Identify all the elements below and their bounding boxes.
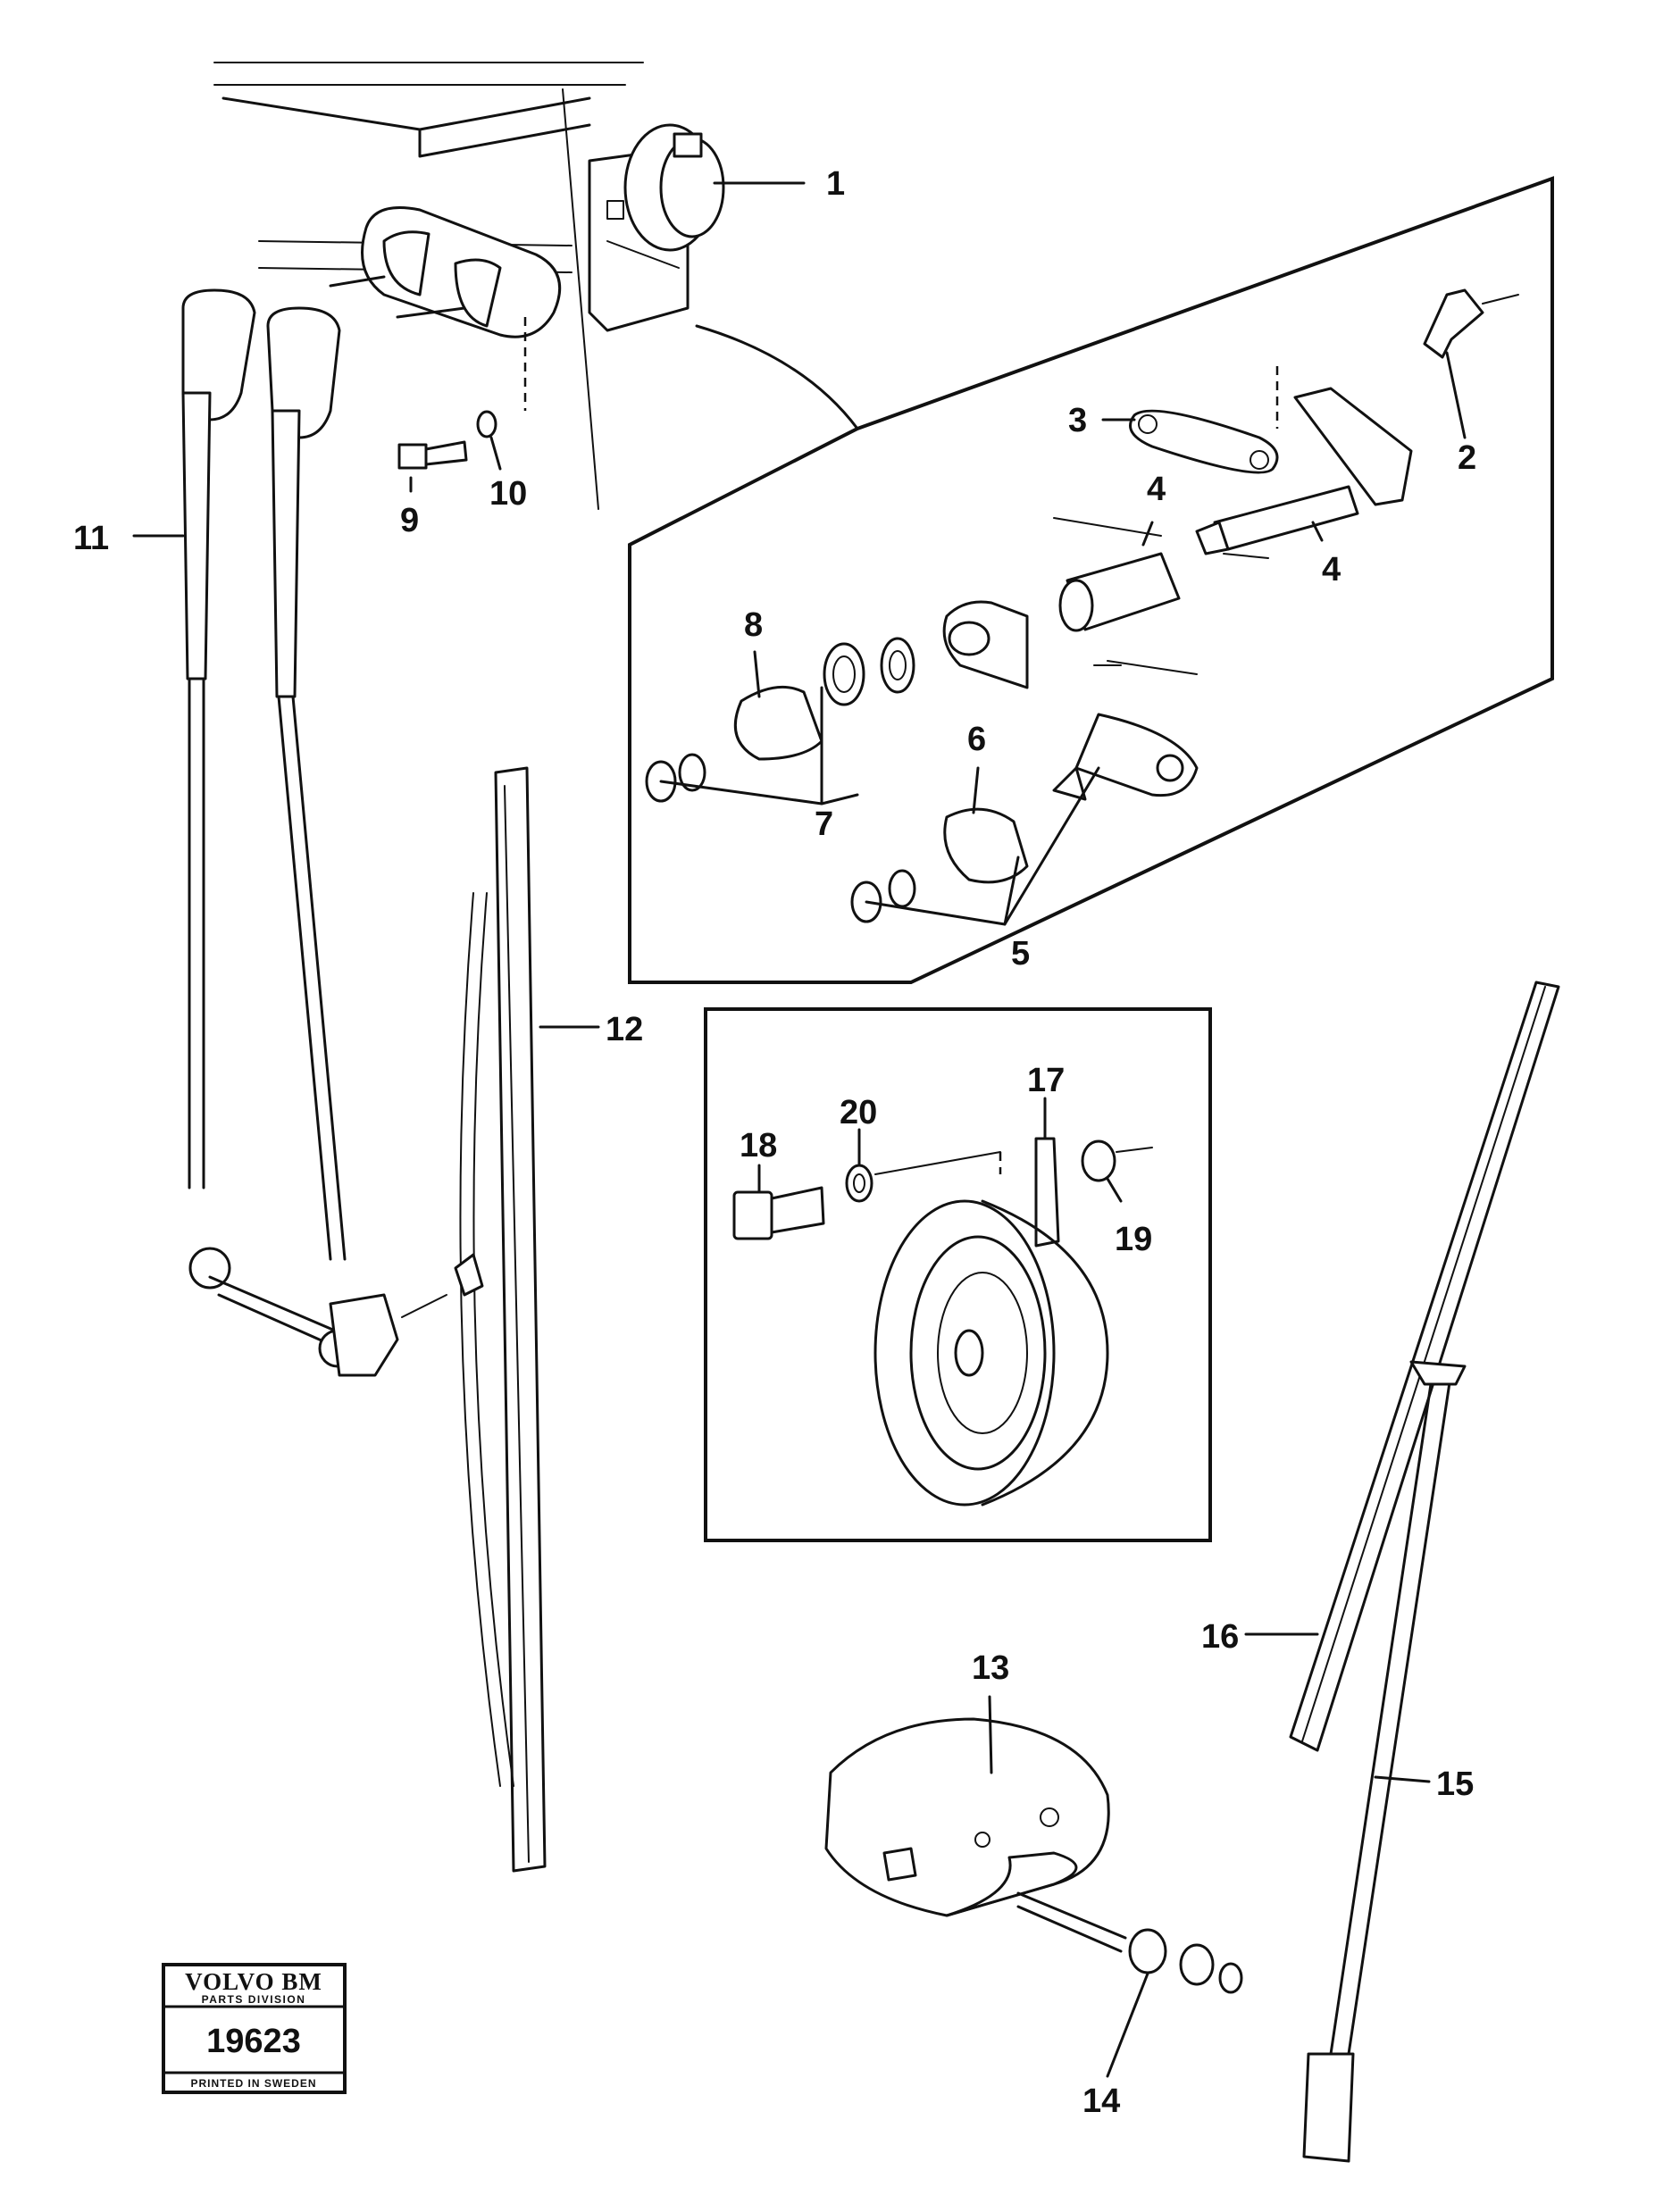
callout-11: 11 [73, 520, 109, 557]
volvo-bm-stamp: VOLVO BM PARTS DIVISION 19623 PRINTED IN… [162, 1963, 347, 2094]
stamp-footer: PRINTED IN SWEDEN [190, 2077, 316, 2090]
callout-15: 15 [1436, 1765, 1474, 1803]
rear-wiper-motor [824, 1717, 1243, 1994]
callout-labels: 1 2 3 4 4 8 7 6 5 9 10 11 12 13 14 15 16… [73, 165, 1476, 2120]
horn-detail-box [704, 1007, 1212, 1542]
callout-13: 13 [972, 1649, 1009, 1687]
stamp-division: PARTS DIVISION [202, 1993, 306, 2006]
callout-12: 12 [606, 1011, 643, 1048]
callout-10: 10 [489, 475, 527, 513]
callout-7: 7 [815, 806, 833, 843]
callout-1: 1 [826, 165, 845, 203]
callout-5: 5 [1011, 935, 1030, 972]
spindle-detail-box [628, 176, 1554, 984]
callout-4-right: 4 [1322, 551, 1341, 588]
callout-19: 19 [1115, 1221, 1152, 1258]
callout-3: 3 [1068, 402, 1087, 439]
callout-2: 2 [1458, 439, 1476, 477]
screw-and-washer [397, 410, 497, 470]
wiper-arms-assembly [181, 288, 447, 1377]
callout-8: 8 [744, 606, 763, 644]
callout-4-top: 4 [1147, 471, 1166, 508]
callout-18: 18 [740, 1127, 777, 1164]
callout-20: 20 [840, 1094, 877, 1131]
callout-9: 9 [400, 502, 419, 539]
callout-17: 17 [1027, 1062, 1065, 1099]
spindle-housing [329, 206, 562, 411]
callout-6: 6 [967, 721, 986, 758]
callout-14: 14 [1082, 2083, 1120, 2120]
stamp-brand: VOLVO BM [185, 1968, 322, 1995]
wiper-motor-top [588, 123, 725, 332]
leader-lines [132, 181, 1467, 2078]
callout-16: 16 [1201, 1618, 1239, 1656]
stamp-number: 19623 [206, 2023, 301, 2060]
wiper-blade [454, 766, 547, 1873]
single-wiper-arm-and-blade [1289, 981, 1560, 2163]
